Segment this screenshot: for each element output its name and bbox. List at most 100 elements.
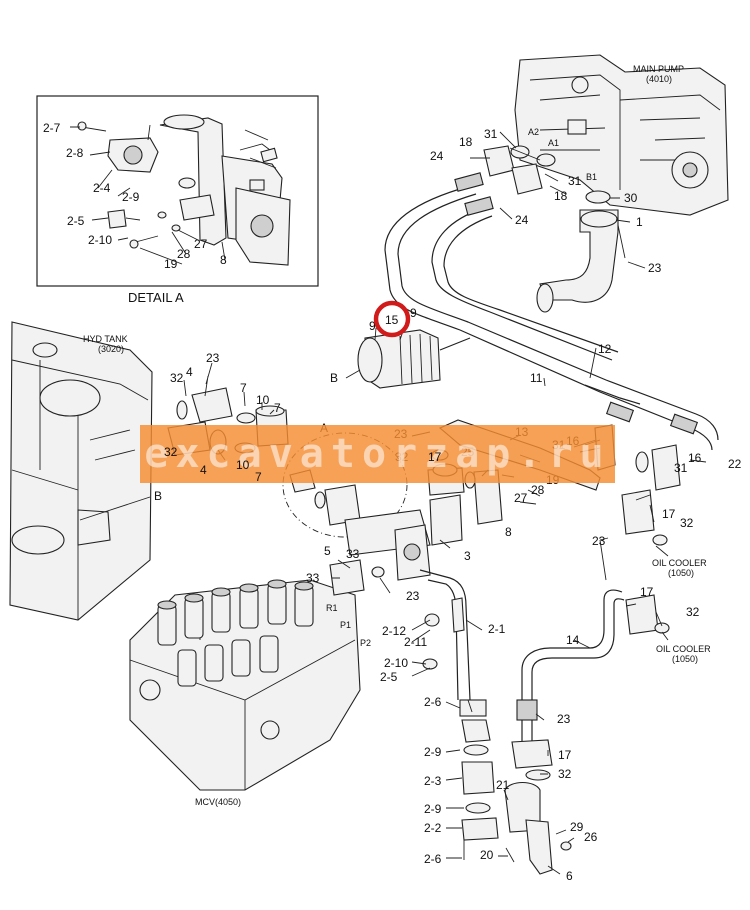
callout: 32 — [170, 371, 184, 385]
port-b1: B1 — [586, 172, 597, 182]
oil-cooler-label-1: OIL COOLER — [652, 558, 707, 568]
callout: 2-8 — [66, 146, 84, 160]
callout: 23 — [206, 351, 220, 365]
callout: 2-6 — [424, 695, 442, 709]
callout: 17 — [558, 748, 572, 762]
callout: B — [154, 489, 162, 503]
part-callouts: 2-7 2-8 2-4 2-9 2-5 2-10 27 28 19 8 31 1… — [43, 121, 742, 883]
callout: 8 — [220, 253, 227, 267]
highlight-label: 15 — [385, 313, 399, 327]
callout: 2-4 — [93, 181, 111, 195]
mcv-label: MCV(4050) — [195, 797, 241, 807]
port-p2: P2 — [360, 638, 371, 648]
callout: 29 — [570, 820, 584, 834]
callout: 2-9 — [424, 802, 442, 816]
callout: 17 — [640, 585, 654, 599]
callout: 2-5 — [380, 670, 398, 684]
callout: 7 — [274, 401, 281, 415]
callout: 27 — [194, 237, 208, 251]
callout: 31 — [568, 174, 582, 188]
port-a1: A1 — [548, 138, 559, 148]
port-p1: P1 — [340, 620, 351, 630]
callout: 21 — [496, 778, 510, 792]
callout: 30 — [624, 191, 638, 205]
callout: 12 — [598, 342, 612, 356]
detail-a-frame — [36, 95, 319, 287]
callout: 8 — [505, 525, 512, 539]
hoses — [384, 172, 719, 760]
callout: 23 — [557, 712, 571, 726]
main-pump — [514, 54, 729, 216]
callout: 33 — [306, 571, 320, 585]
callout: 6 — [566, 869, 573, 883]
callout: 27 — [514, 491, 528, 505]
detail-a-caption: DETAIL A — [128, 290, 184, 305]
callout: 19 — [164, 257, 178, 271]
callout: 2-3 — [424, 774, 442, 788]
callout: 26 — [584, 830, 598, 844]
callout: 2-12 — [382, 624, 406, 638]
suction-pipe — [329, 559, 499, 860]
pump-flanges — [483, 145, 626, 313]
highlighted-part-15: 15 — [373, 300, 411, 338]
callout: 2-9 — [424, 745, 442, 759]
oil-cooler-code-1: (1050) — [668, 568, 694, 578]
callout: 4 — [186, 365, 193, 379]
callout: 28 — [531, 483, 545, 497]
callout: 31 — [484, 127, 498, 141]
callout: 32 — [558, 767, 572, 781]
callout: 18 — [459, 135, 473, 149]
callout: 3 — [464, 549, 471, 563]
watermark-text: excavatorzap.ru — [144, 431, 611, 477]
hyd-tank-label: HYD TANK — [83, 334, 128, 344]
callout: 2-5 — [67, 214, 85, 228]
callout: 2-10 — [384, 656, 408, 670]
callout: 24 — [430, 149, 444, 163]
oil-cooler-label-2: OIL COOLER — [656, 644, 711, 654]
callout: 2-10 — [88, 233, 112, 247]
callout: 2-2 — [424, 821, 442, 835]
callout: 2-11 — [404, 635, 427, 649]
hose-15-assembly — [357, 329, 471, 389]
main-pump-label: MAIN PUMP — [633, 64, 684, 74]
callout: 9 — [369, 319, 376, 333]
callout: 23 — [406, 589, 420, 603]
port-a2: A2 — [528, 127, 539, 137]
callout: 32 — [680, 516, 694, 530]
callout: 1 — [636, 215, 643, 229]
callout: 9 — [410, 306, 417, 320]
callout: 10 — [256, 393, 270, 407]
callout: 2-9 — [122, 190, 140, 204]
callout: 28 — [177, 247, 191, 261]
watermark-banner: excavatorzap.ru — [140, 425, 615, 483]
callout: 14 — [566, 633, 580, 647]
callout: 31 — [674, 461, 688, 475]
main-pump-code: (4010) — [646, 74, 672, 84]
callout: 7 — [240, 381, 247, 395]
callout: 16 — [688, 451, 702, 465]
callout: 32 — [686, 605, 700, 619]
hyd-tank — [9, 321, 153, 621]
callout: 22 — [728, 457, 742, 471]
callout: 2-6 — [424, 852, 442, 866]
bottom-bracket — [504, 739, 572, 875]
hyd-tank-code: (3020) — [98, 344, 124, 354]
highlight-ring — [373, 300, 411, 338]
callout: 11 — [530, 371, 543, 385]
callout: 20 — [480, 848, 494, 862]
port-r1: R1 — [326, 603, 338, 613]
callout: 24 — [515, 213, 529, 227]
callout: 33 — [346, 547, 360, 561]
component-labels: MAIN PUMP (4010) HYD TANK (3020) MCV(405… — [83, 64, 711, 807]
callout: 2-7 — [43, 121, 61, 135]
callout: 5 — [324, 544, 331, 558]
callout: 2-1 — [488, 622, 506, 636]
callout: B — [330, 371, 338, 385]
oil-cooler-code-2: (1050) — [672, 654, 698, 664]
callout: 23 — [592, 534, 606, 548]
callout: 17 — [662, 507, 676, 521]
detail-a-parts — [77, 114, 291, 266]
callout: 18 — [554, 189, 568, 203]
